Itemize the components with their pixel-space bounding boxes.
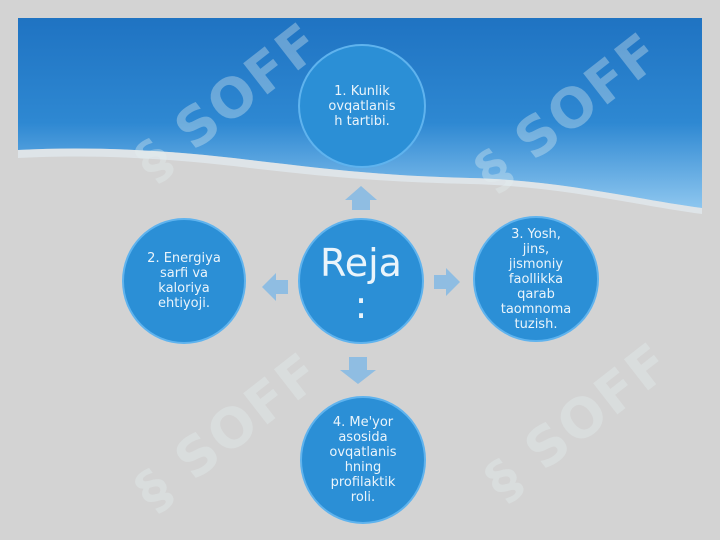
plan-item-2-label: 2. Energiya sarfi va kaloriya ehtiyoji. <box>147 251 221 311</box>
plan-item-4-circle: 4. Me'yor asosida ovqatlanis hning profi… <box>300 396 426 524</box>
arrow-up-shape <box>345 186 377 210</box>
center-title: Reja : <box>320 241 402 327</box>
header-wave-highlight <box>18 148 702 214</box>
arrow-right-shape <box>434 268 460 296</box>
plan-item-1-label: 1. Kunlik ovqatlanis h tartibi. <box>328 83 396 129</box>
center-circle: Reja : <box>298 218 424 344</box>
arrow-left-shape <box>262 273 288 301</box>
plan-item-1-circle: 1. Kunlik ovqatlanis h tartibi. <box>298 44 426 168</box>
plan-item-2-circle: 2. Energiya sarfi va kaloriya ehtiyoji. <box>122 218 246 344</box>
arrow-down-shape <box>340 357 376 384</box>
plan-item-3-circle: 3. Yosh, jins, jismoniy faollikka qarab … <box>473 216 599 342</box>
plan-item-4-label: 4. Me'yor asosida ovqatlanis hning profi… <box>329 415 397 505</box>
plan-item-3-label: 3. Yosh, jins, jismoniy faollikka qarab … <box>500 226 572 332</box>
